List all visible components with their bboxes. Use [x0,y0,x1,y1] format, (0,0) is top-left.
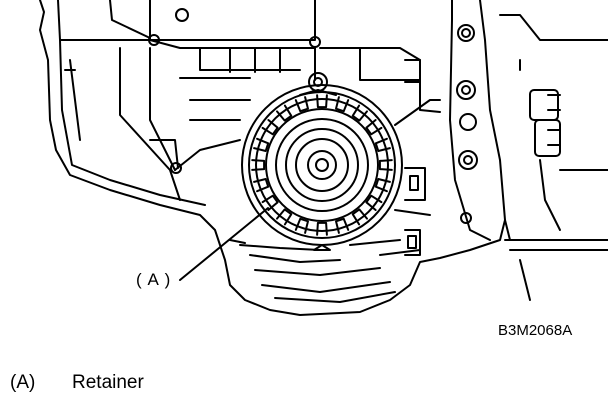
retainer-tooth [365,194,383,211]
retainer-tooth [253,178,270,193]
retainer-tooth [251,159,266,171]
retainer-tooth [365,119,383,136]
oil-pan-ribs [229,239,421,303]
transmission-diagram [39,0,608,316]
retainer-tooth [351,208,368,226]
retainer-tooth [351,104,368,122]
legend-text: Retainer [72,372,144,393]
retainer-tooth [294,217,309,234]
valve-body [404,0,608,301]
retainer-tooth [276,208,293,226]
retainer-tooth [374,137,391,152]
housing-outline [39,0,506,316]
retainer-tooth [316,221,328,236]
retainer-assembly [241,84,403,251]
retainer-tooth [378,159,393,171]
retainer-tooth [261,194,279,211]
retainer-teeth [251,94,393,236]
retainer-tooth [253,137,270,152]
retainer-tooth [335,217,350,234]
retainer-tooth [276,104,293,122]
retainer-tooth [335,96,350,113]
callout-leader-line [179,207,269,281]
retainer-tooth [316,94,328,109]
retainer-tooth [261,119,279,136]
legend: (A) Retainer [10,372,144,394]
callout-label-a: ( A ) [136,270,172,289]
figure-code: B3M2068A [498,322,573,339]
retainer-tooth [294,96,309,113]
bolt-circles [148,8,478,224]
retainer-tooth [374,178,391,193]
legend-key: (A) [10,372,36,393]
